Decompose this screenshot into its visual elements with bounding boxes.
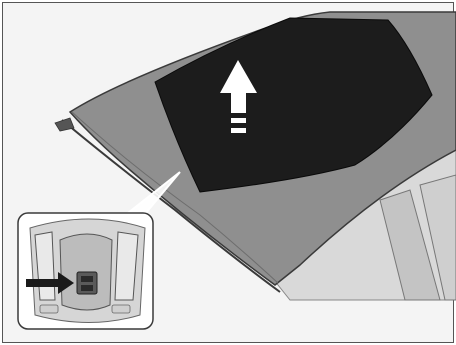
antenna — [55, 118, 74, 131]
overhead-console-inset — [18, 213, 153, 329]
